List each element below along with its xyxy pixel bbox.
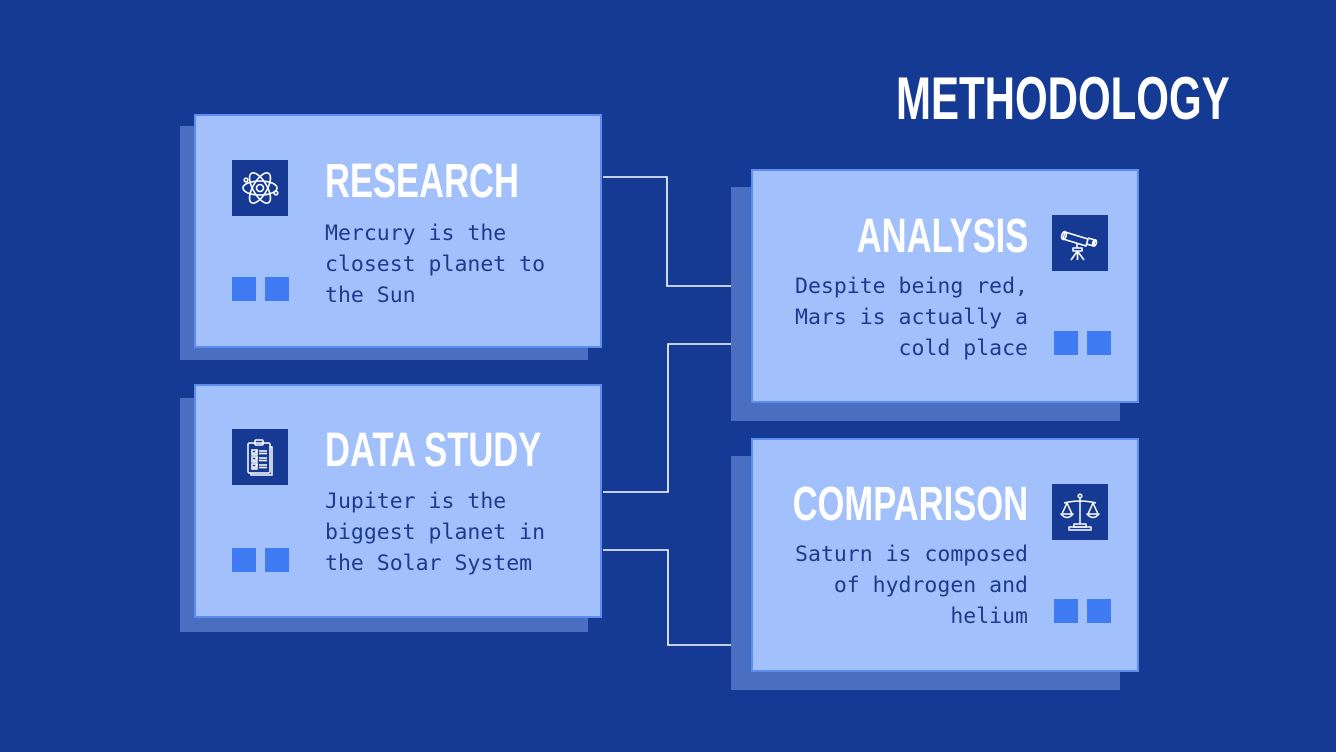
analysis-card: ANALYSIS Despite being red, Mars is actua… (751, 169, 1139, 403)
comparison-heading: COMPARISON (792, 478, 1028, 531)
description-line: helium (950, 604, 1028, 629)
description-line: the Solar System (325, 551, 533, 576)
datastudy-card: DATA STUDY Jupiter is the biggest planet … (194, 384, 602, 618)
accent-square (1054, 331, 1078, 355)
slide-title: METHODOLOGY (896, 65, 1230, 132)
datastudy-description: Jupiter is the biggest planet in the Solar… (325, 486, 545, 579)
research-heading: RESEARCH (325, 155, 519, 208)
accent-square (1087, 599, 1111, 623)
description-line: cold place (898, 336, 1028, 361)
accent-square (1087, 331, 1111, 355)
accent-square (265, 548, 289, 572)
description-line: Despite being red, (795, 274, 1028, 299)
description-line: Jupiter is the (325, 489, 507, 514)
accent-square (232, 277, 256, 301)
description-line: Saturn is composed (795, 542, 1028, 567)
research-icon-box (232, 160, 288, 216)
research-accent-squares (232, 277, 289, 301)
datastudy-accent-squares (232, 548, 289, 572)
analysis-heading: ANALYSIS (856, 210, 1028, 263)
description-line: of hydrogen and (833, 573, 1028, 598)
comparison-description: Saturn is composed of hydrogen and helium (795, 539, 1028, 632)
comparison-accent-squares (1054, 599, 1111, 623)
description-line: Mercury is the (325, 221, 507, 246)
datastudy-heading: DATA STUDY (325, 424, 542, 477)
research-card: RESEARCH Mercury is the closest planet to… (194, 114, 602, 348)
accent-square (265, 277, 289, 301)
description-line: biggest planet in (325, 520, 546, 545)
description-line: Mars is actually a (795, 305, 1028, 330)
accent-square (1054, 599, 1078, 623)
atom-icon (242, 172, 279, 204)
telescope-icon (1060, 230, 1098, 261)
accent-square (232, 548, 256, 572)
connector-datastudy-analysis (603, 343, 751, 493)
clipboard-checklist-icon (247, 439, 273, 476)
datastudy-icon-box (232, 429, 288, 485)
connector-datastudy-comparison (603, 549, 751, 646)
analysis-description: Despite being red, Mars is actually a cold… (795, 271, 1028, 364)
comparison-card: COMPARISON Saturn is composed of hydrogen… (751, 438, 1139, 672)
description-line: closest planet to (325, 252, 546, 277)
description-line: the Sun (325, 283, 416, 308)
connector-research-analysis (603, 176, 751, 287)
research-description: Mercury is the closest planet to the Sun (325, 218, 545, 311)
balance-scale-icon (1060, 493, 1100, 531)
comparison-icon-box (1052, 484, 1108, 540)
analysis-icon-box (1052, 215, 1108, 271)
analysis-accent-squares (1054, 331, 1111, 355)
